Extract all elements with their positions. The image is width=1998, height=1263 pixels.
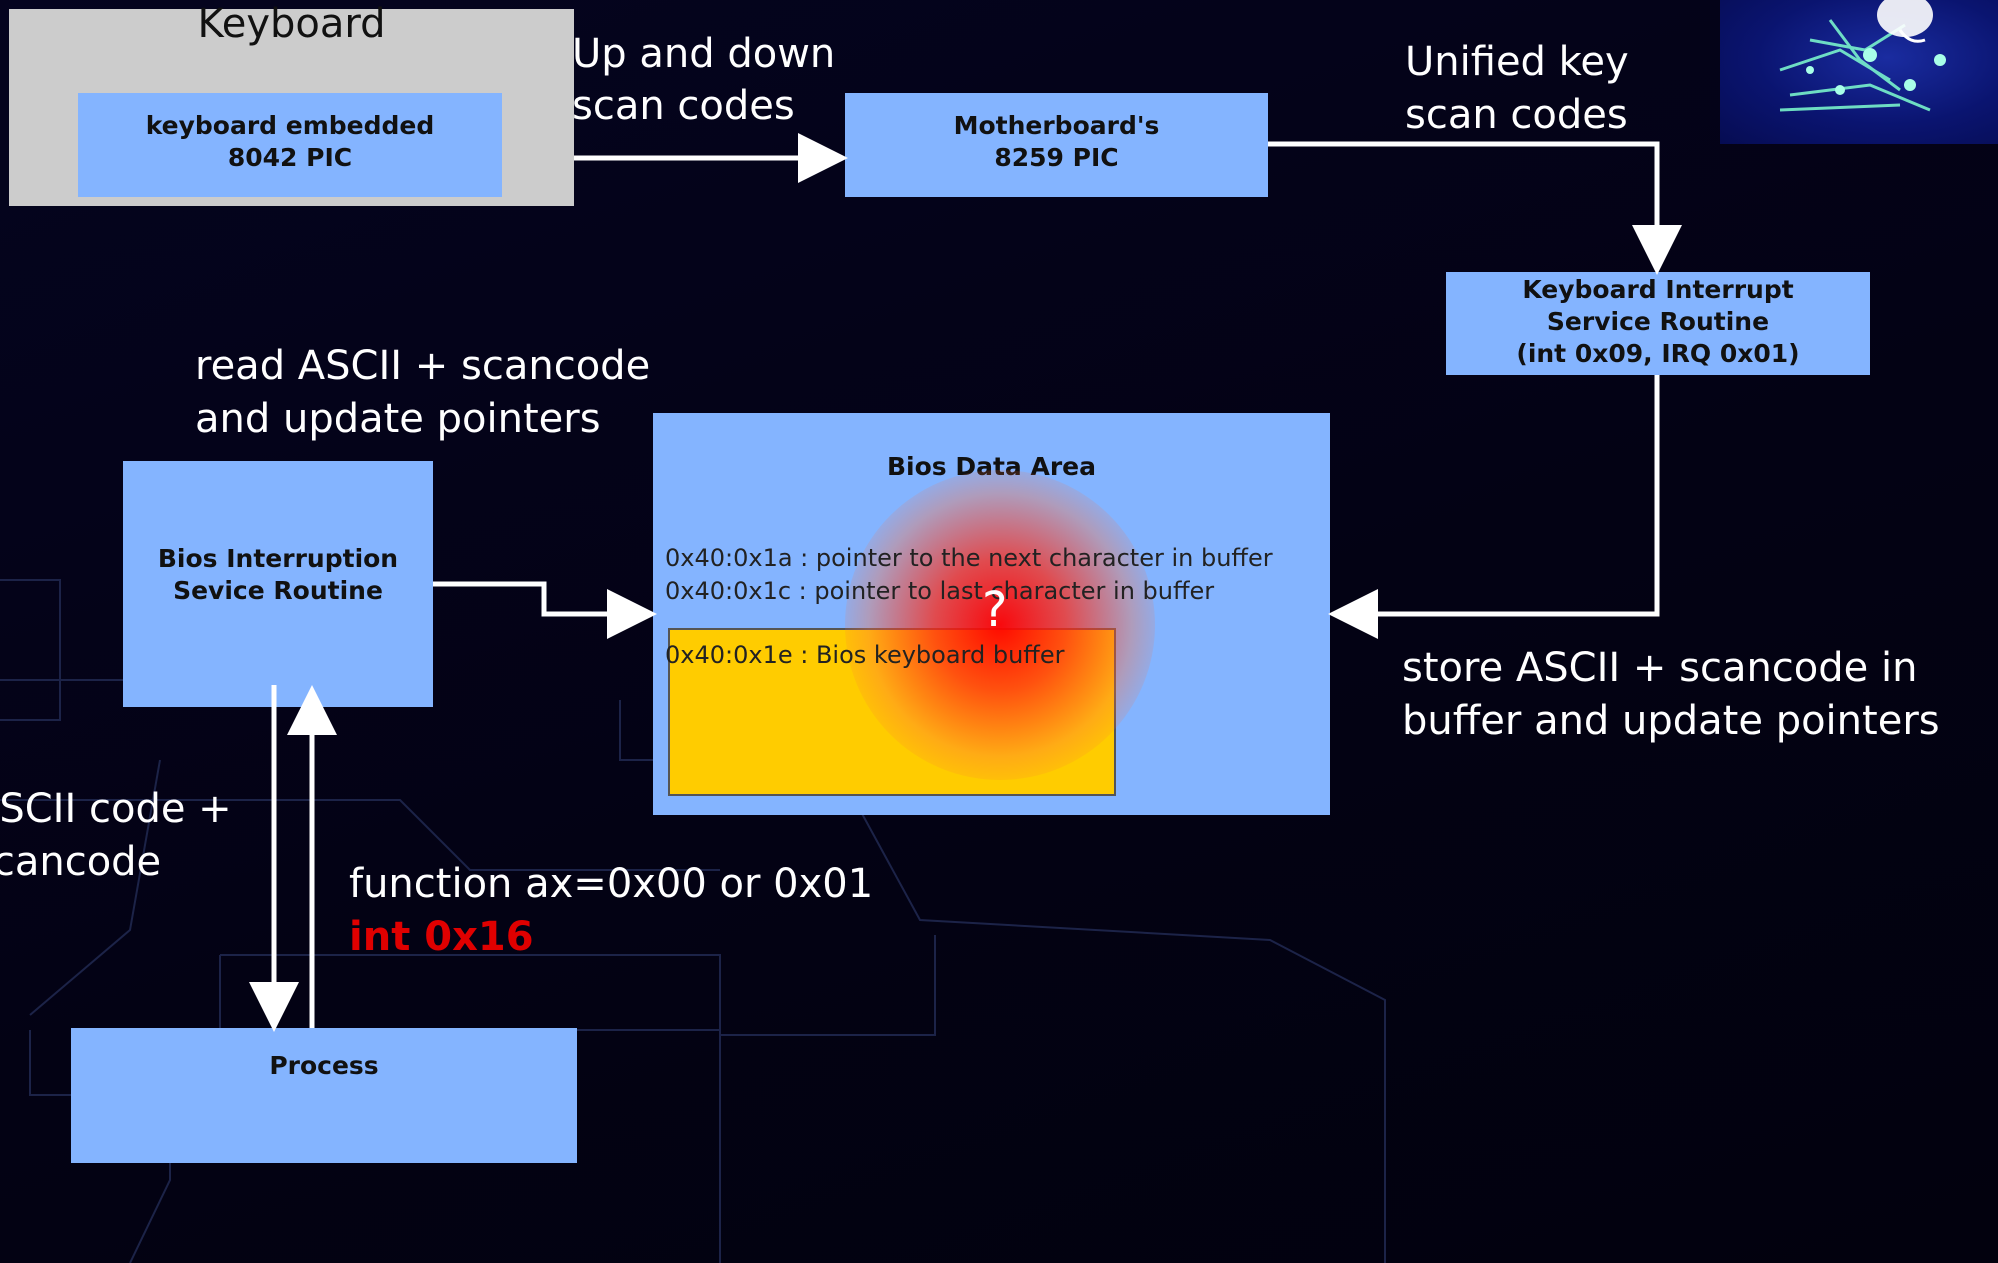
kb-isr-line3: (int 0x09, IRQ 0x01) [1516, 339, 1800, 368]
keyboard-pic-line2: 8042 PIC [227, 143, 353, 172]
arrow-bios-isr-to-bda [433, 581, 657, 639]
bda-pointer-next: 0x40:0x1a : pointer to the next characte… [665, 544, 1273, 572]
label-up-down-2: scan codes [572, 83, 795, 129]
label-ascii-2: scancode [0, 839, 162, 885]
label-read-1: read ASCII + scancode [195, 343, 651, 389]
keyboard-isr-box: Keyboard Interrupt Service Routine (int … [1446, 272, 1870, 375]
kb-isr-line2: Service Routine [1546, 307, 1770, 336]
bios-isr-line1: Bios Interruption [157, 544, 399, 573]
label-function: function ax=0x00 or 0x01 [349, 861, 874, 907]
bda-pointer-last: 0x40:0x1c : pointer to last character in… [665, 577, 1215, 605]
motherboard-8259-pic-box: Motherboard's 8259 PIC [845, 93, 1268, 197]
label-unified-1: Unified key [1405, 39, 1629, 85]
label-ascii-1: ASCII code + [0, 786, 232, 832]
label-up-down-1: Up and down [572, 31, 836, 77]
kb-isr-line1: Keyboard Interrupt [1522, 275, 1794, 304]
label-int16: int 0x16 [349, 914, 534, 960]
process-label: Process [269, 1051, 379, 1080]
bios-isr-box: Bios Interruption Sevice Routine [123, 461, 433, 707]
keyboard-title: Keyboard [197, 1, 386, 47]
bios-isr-line2: Sevice Routine [173, 576, 383, 605]
keyboard-8042-pic-box: keyboard embedded 8042 PIC [78, 93, 502, 197]
motherboard-pic-line2: 8259 PIC [994, 143, 1119, 172]
logo-image [1720, 0, 1998, 144]
process-box: Process [71, 1028, 577, 1163]
arrow-motherboard-to-isr [1268, 141, 1682, 275]
label-read-2: and update pointers [195, 396, 601, 442]
label-store-1: store ASCII + scancode in [1402, 645, 1918, 691]
bda-buffer-label: 0x40:0x1e : Bios keyboard buffer [665, 641, 1065, 669]
arrow-isr-to-bda [1328, 375, 1660, 639]
question-highlight [845, 470, 1155, 780]
motherboard-pic-line1: Motherboard's [953, 111, 1160, 140]
keyboard-pic-line1: keyboard embedded [145, 111, 435, 140]
label-store-2: buffer and update pointers [1402, 698, 1940, 744]
question-mark: ? [982, 582, 1008, 638]
label-unified-2: scan codes [1405, 92, 1628, 138]
